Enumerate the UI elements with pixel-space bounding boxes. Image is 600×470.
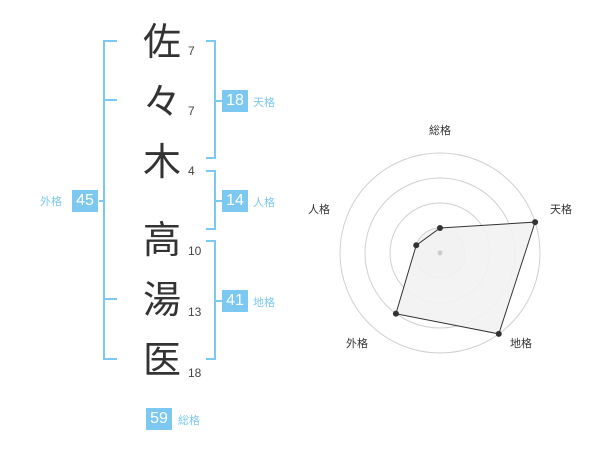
gaikaku-label: 外格 (40, 195, 62, 208)
chikaku-value-badge: 41 (222, 290, 248, 312)
stroke-count-5: 13 (188, 305, 202, 319)
radar-axis-label-gaikaku: 外格 (346, 336, 368, 350)
radar-point (532, 219, 539, 226)
name-char-1: 佐 (142, 20, 181, 64)
radar-axis-label-jinkaku: 人格 (308, 202, 330, 216)
chikaku-label: 地格 (253, 296, 275, 309)
radar-axis-label-soukaku: 総格 (429, 123, 451, 137)
jinkaku-value-badge: 14 (222, 190, 248, 212)
name-char-3: 木 (142, 140, 181, 184)
name-char-2: 々 (142, 80, 181, 124)
stroke-count-6: 18 (188, 366, 202, 380)
name-char-4: 高 (142, 218, 181, 262)
stroke-count-1: 7 (188, 44, 195, 58)
stroke-count-3: 4 (188, 164, 195, 178)
radar-points (392, 219, 539, 337)
radar-axis-label-chikaku: 地格 (510, 336, 532, 350)
tenkaku-label: 天格 (253, 96, 275, 109)
stroke-count-4: 10 (188, 244, 202, 258)
jinkaku-label: 人格 (253, 196, 275, 209)
name-char-6: 医 (142, 338, 181, 382)
radar-ring (339, 152, 541, 354)
soukaku-value-badge: 59 (146, 408, 172, 430)
radar-point (495, 330, 502, 337)
soukaku-label: 総格 (178, 414, 200, 427)
gaikaku-value-badge: 45 (72, 190, 98, 212)
radar-point (413, 242, 420, 249)
stroke-count-2: 7 (188, 104, 195, 118)
name-char-5: 湯 (142, 278, 181, 322)
radar-point (392, 310, 399, 317)
radar-center-dot (437, 250, 443, 256)
radar-area (395, 221, 536, 335)
tenkaku-value-badge: 18 (222, 90, 248, 112)
radar-axis-label-tenkaku: 天格 (550, 202, 572, 216)
radar-point (437, 225, 443, 231)
